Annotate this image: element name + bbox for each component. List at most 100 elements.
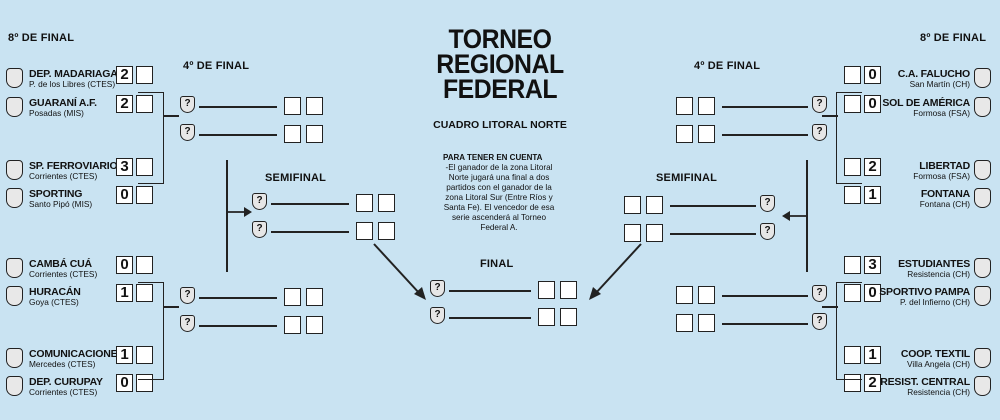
team-crest-icon [974,97,991,117]
arrow-semi-to-final-left [373,243,426,300]
team-location: Posadas (MIS) [29,108,84,118]
connector-left-2 [163,306,179,308]
team-row[interactable]: GUARANÍ A.F.Posadas (MIS)2 [6,95,166,121]
cuartos-right-slot: ? [676,124,856,144]
team-score: 0 [116,256,133,274]
team-score: 2 [864,374,881,392]
team-crest-icon [6,68,23,88]
score-box [624,224,641,242]
score-box [676,125,693,143]
bracket-right-2 [836,282,862,380]
semi-right-slot: ? [624,195,804,215]
header-semi-right: SEMIFINAL [656,172,718,184]
team-name: COOP. TEXTIL [900,348,970,360]
score-box [538,281,555,299]
score-box [378,194,395,212]
unknown-team-icon: ? [812,124,827,141]
team-score: 3 [116,158,133,176]
team-location: P. de los Libres (CTES) [29,79,116,89]
arrow-right-semi [782,211,808,221]
team-location: Formosa (FSA) [913,108,970,118]
unknown-team-icon: ? [760,195,775,212]
bracket-left-1 [138,92,164,184]
team-name: DEP. MADARIAGA [29,68,118,80]
page-title: TORNEO REGIONAL FEDERAL [408,24,592,104]
score-box [676,286,693,304]
connector-line [670,233,756,235]
unknown-team-icon: ? [430,307,445,324]
team-name: SP. FERROVIARIO [29,160,118,172]
subtitle: CUADRO LITORAL NORTE [433,119,567,131]
score-box [356,194,373,212]
team-name: SOL DE AMÉRICA [882,97,970,109]
final-slot: ? [430,307,610,327]
team-location: Corrientes (CTES) [29,387,98,397]
team-location: Villa Angela (CH) [906,359,970,369]
team-score: 0 [864,95,881,113]
semi-left-slot: ? [252,221,432,241]
semi-right-slot: ? [624,223,804,243]
team-score-empty [136,374,153,392]
team-score-empty [844,158,861,176]
score-box [306,125,323,143]
team-location: P. del Infierno (CH) [900,297,970,307]
score-box [676,97,693,115]
team-name: LIBERTAD [919,160,970,172]
unknown-team-icon: ? [180,287,195,304]
score-box [646,224,663,242]
title-line-3: FEDERAL [442,74,558,104]
team-location: Santo Pipó (MIS) [29,199,93,209]
score-box [560,281,577,299]
semi-left-slot: ? [252,193,432,213]
score-box [624,196,641,214]
team-score-empty [136,66,153,84]
title-line-1: TORNEO [448,24,552,54]
team-score-empty [136,346,153,364]
team-score-empty [844,256,861,274]
header-semi-left: SEMIFINAL [265,172,327,184]
team-crest-icon [6,188,23,208]
team-score-empty [136,256,153,274]
team-crest-icon [974,258,991,278]
score-box [698,286,715,304]
team-score-empty [844,346,861,364]
team-location: Corrientes (CTES) [29,269,98,279]
score-box [646,196,663,214]
connector-line [722,134,808,136]
score-box [306,97,323,115]
connector-line [199,134,277,136]
title-line-2: REGIONAL [436,49,564,79]
team-location: Fontana (CH) [919,199,970,209]
connector-line [199,297,277,299]
team-name: ESTUDIANTES [898,258,970,270]
unknown-team-icon: ? [180,315,195,332]
team-score-empty [136,158,153,176]
connector-left-1 [163,115,179,117]
team-score-empty [844,66,861,84]
unknown-team-icon: ? [252,221,267,238]
team-score: 3 [864,256,881,274]
team-crest-icon [6,376,23,396]
arrow-left-semi [226,207,252,217]
score-box [560,308,577,326]
connector-line [449,317,531,319]
team-score: 2 [116,66,133,84]
connector-line [722,106,808,108]
score-box [676,314,693,332]
unknown-team-icon: ? [180,124,195,141]
